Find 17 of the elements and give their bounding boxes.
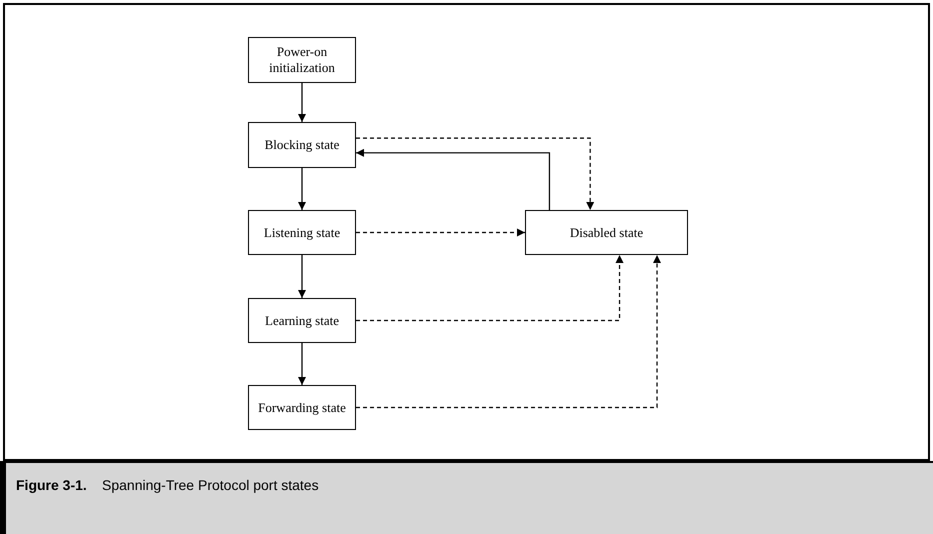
arrow xyxy=(356,138,594,210)
arrow xyxy=(356,148,550,210)
state-box: Power-on initialization xyxy=(248,37,356,83)
arrow xyxy=(298,168,306,210)
caption: Spanning-Tree Protocol port states xyxy=(102,476,319,495)
arrow xyxy=(298,255,306,298)
state-box: Blocking state xyxy=(248,122,356,168)
state-box: Learning state xyxy=(248,298,356,343)
figure-number: Figure 3-1. xyxy=(16,476,88,495)
arrow xyxy=(356,255,624,322)
state-box: Disabled state xyxy=(525,210,688,255)
arrow xyxy=(356,228,525,236)
arrow xyxy=(298,343,306,385)
arrow xyxy=(356,255,662,408)
state-box: Listening state xyxy=(248,210,356,255)
arrow xyxy=(298,83,306,122)
state-box: Forwarding state xyxy=(248,385,356,430)
